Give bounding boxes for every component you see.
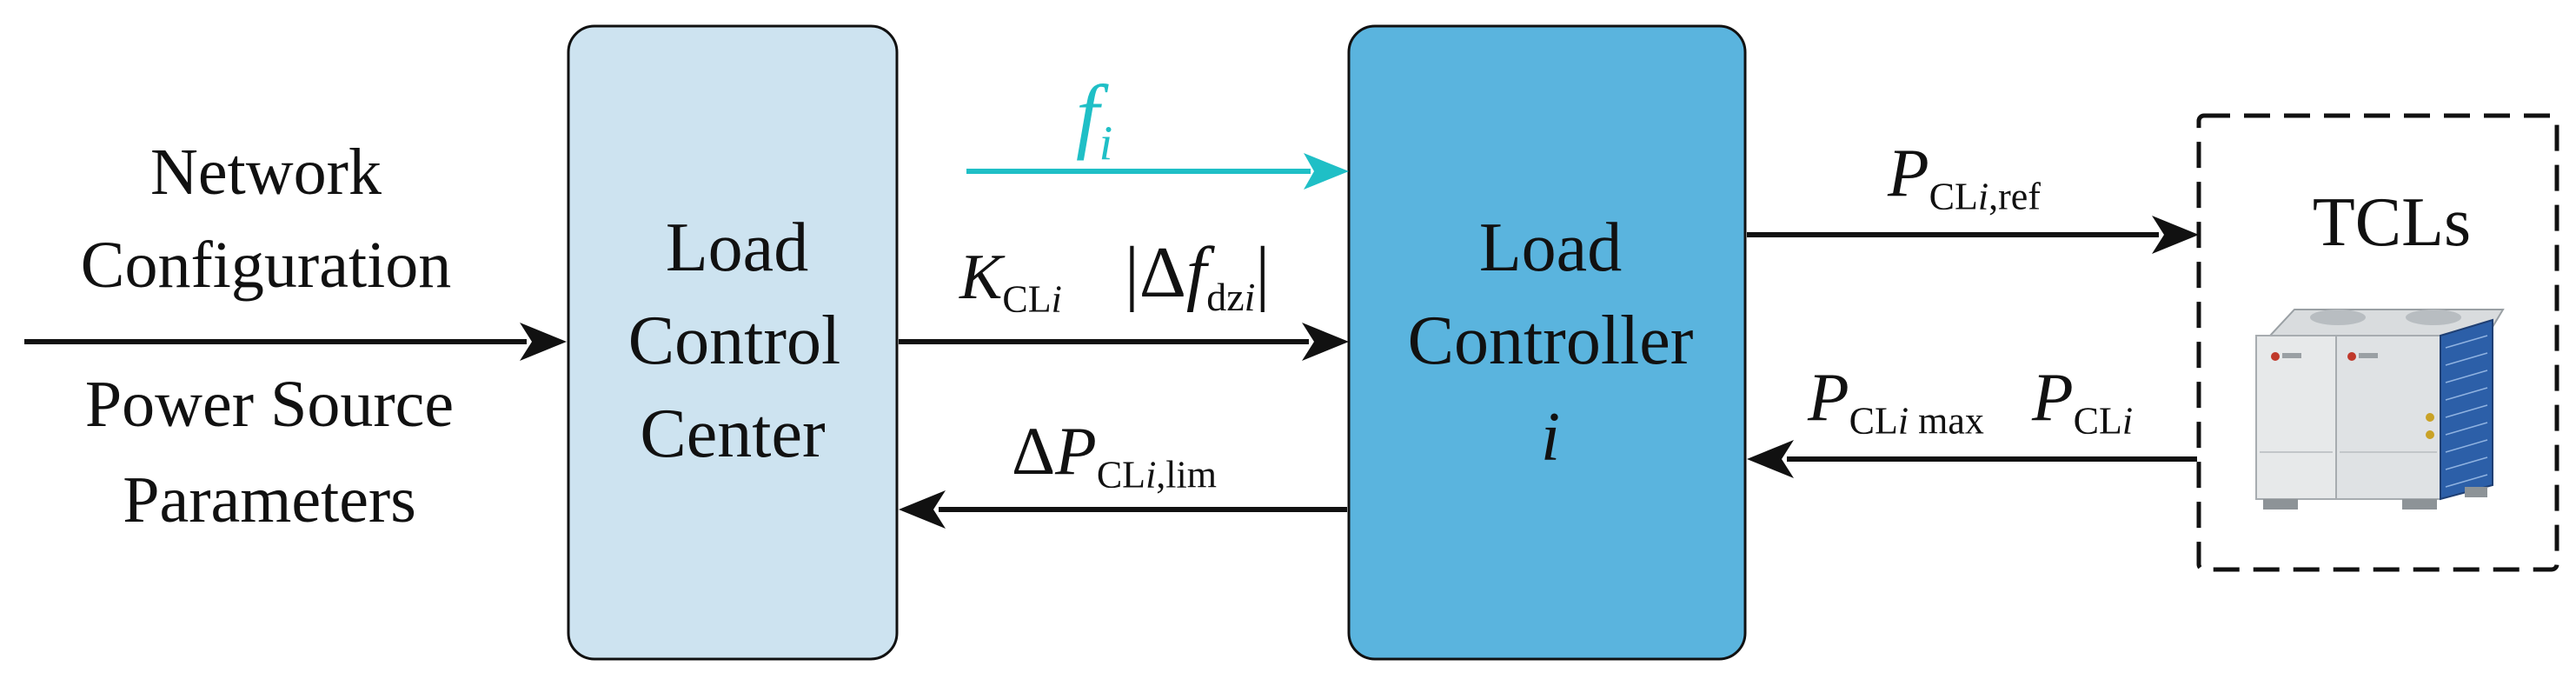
tcls-dashed-box (2196, 113, 2559, 572)
input-label-parameters: Parameters (123, 463, 416, 536)
power-reference-symbol: P (1888, 135, 1929, 210)
frequency-subscript: i (1099, 117, 1113, 171)
load-controller-block (1347, 24, 1747, 661)
gain-signal-label: KCLi (959, 245, 1062, 318)
power-max-label: PCLi max (1808, 363, 1984, 440)
power-actual-label: PCLi (2032, 363, 2133, 440)
power-limit-subscript-cl: CL (1096, 453, 1146, 496)
power-actual-subscript-i: i (2121, 399, 2134, 443)
power-actual-subscript-cl: CL (2073, 399, 2122, 443)
frequency-signal-label: fi (1076, 73, 1112, 169)
input-arrow (24, 323, 567, 361)
center-label-load: Load (665, 210, 809, 286)
gain-subscript-i: i (1051, 277, 1062, 321)
center-label-center: Center (640, 396, 826, 472)
deadband-abs-open: | (1125, 232, 1139, 313)
power-limit-arrow (899, 490, 1347, 529)
power-reference-arrow (1747, 216, 2199, 254)
power-limit-symbol: P (1055, 413, 1097, 489)
center-label-control: Control (627, 303, 841, 379)
power-max-subscript-cl: CL (1849, 399, 1898, 443)
load-control-center-block (567, 24, 899, 661)
power-reference-label: PCLi,ref (1888, 139, 2041, 216)
input-label-network: Network (150, 136, 382, 209)
frequency-symbol: f (1076, 68, 1099, 161)
power-reference-subscript-cl: CL (1929, 175, 1978, 218)
power-limit-label: ΔPCLi,lim (1012, 417, 1217, 494)
deadband-symbol: f (1185, 232, 1207, 313)
power-reference-subscript-ref: ,ref (1988, 175, 2041, 218)
frequency-arrow (966, 153, 1349, 190)
deadband-subscript-i: i (1244, 275, 1256, 320)
deadband-delta: Δ (1139, 232, 1186, 313)
gain-symbol: K (959, 242, 1003, 313)
controller-label-load: Load (1478, 210, 1623, 286)
input-label-configuration: Configuration (80, 229, 452, 302)
input-label-power-source: Power Source (84, 368, 455, 441)
deadband-abs-close: | (1255, 232, 1271, 313)
tcls-label: TCLs (2312, 184, 2472, 261)
power-max-symbol: P (1808, 359, 1849, 435)
power-limit-subscript-lim: ,lim (1156, 453, 1217, 496)
power-actual-symbol: P (2032, 359, 2074, 435)
controller-label-index: i (1540, 399, 1561, 476)
power-feedback-arrow (1747, 440, 2197, 478)
air-conditioner-unit-icon (2255, 309, 2505, 510)
power-max-subscript-max: max (1909, 399, 1984, 443)
controller-label-controller: Controller (1407, 303, 1694, 379)
power-max-subscript-i: i (1897, 399, 1909, 443)
power-limit-subscript-i: i (1145, 453, 1157, 496)
deadband-signal-label: |Δfdzi| (1125, 236, 1270, 317)
gain-deadband-arrow (899, 323, 1349, 361)
power-reference-subscript-i: i (1977, 175, 1989, 218)
power-limit-delta: Δ (1012, 413, 1056, 489)
deadband-subscript-dz: dz (1206, 275, 1245, 320)
gain-subscript-cl: CL (1002, 277, 1052, 321)
